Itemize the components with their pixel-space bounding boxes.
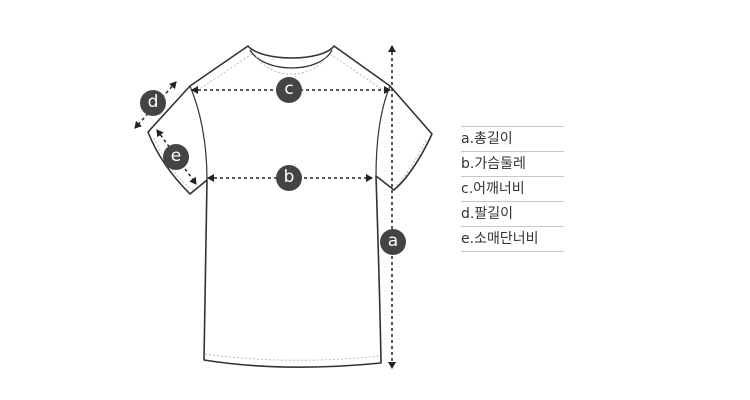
left-shoulder-stitch xyxy=(194,53,253,93)
right-shoulder-stitch xyxy=(329,53,387,93)
badge-b: b xyxy=(276,165,302,191)
legend-item-c: c.어깨너비 xyxy=(461,176,564,201)
badge-c-label: c xyxy=(284,79,293,99)
measurement-legend: a.총길이 b.가슴둘레 c.어깨너비 d.팔길이 e.소매단너비 xyxy=(461,126,564,252)
badge-d-label: d xyxy=(148,92,159,112)
badge-d: d xyxy=(140,90,166,116)
badge-c: c xyxy=(276,77,302,103)
legend-item-b: b.가슴둘레 xyxy=(461,151,564,176)
badge-a: a xyxy=(380,229,406,255)
sleeve-opening-arrow xyxy=(156,129,197,185)
badge-b-label: b xyxy=(284,167,295,187)
legend-item-e: e.소매단너비 xyxy=(461,226,564,252)
right-cuff-stitch xyxy=(395,139,427,187)
collar-stitch xyxy=(255,55,327,75)
badge-e: e xyxy=(163,144,189,170)
badge-a-label: a xyxy=(388,231,398,251)
legend-item-a: a.총길이 xyxy=(461,126,564,151)
badge-e-label: e xyxy=(171,146,181,166)
hem-stitch xyxy=(204,353,381,361)
tshirt-outline xyxy=(147,45,433,368)
legend-item-d: d.팔길이 xyxy=(461,201,564,226)
